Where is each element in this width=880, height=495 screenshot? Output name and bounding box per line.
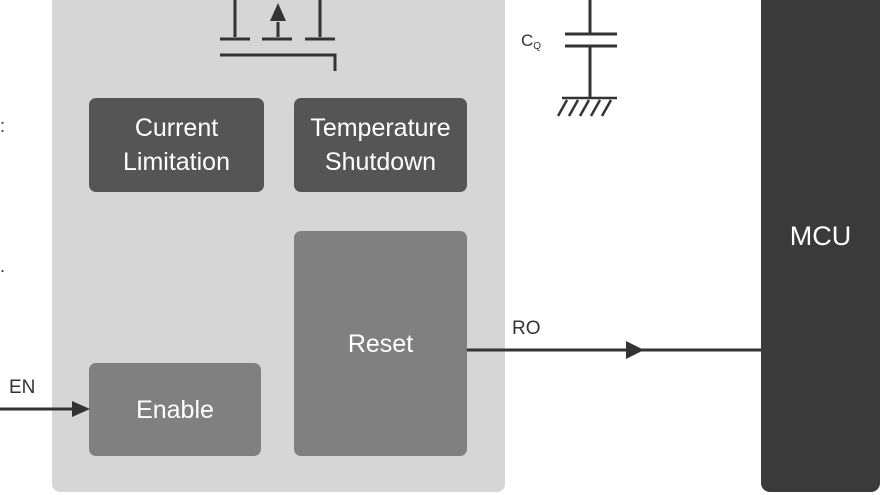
edge-mark-upper: : [0,116,6,136]
ro-arrow-icon [626,341,644,359]
en-signal-label: EN [9,377,36,398]
enable-label: Enable [136,395,214,424]
temperature-shutdown-label: Temperature Shutdown [310,114,451,176]
en-arrow-icon [72,401,90,417]
capacitor-label: CQ [521,31,542,52]
reset-label: Reset [347,329,414,358]
current-limitation-block: Current Limitation [89,98,264,192]
mcu-block: MCU [761,0,880,492]
transistor-arrow-icon [270,3,286,21]
edge-mark-lower: . [0,256,6,276]
temperature-shutdown-block: Temperature Shutdown [294,98,467,192]
enable-block: Enable [89,363,261,456]
transistor-symbol [220,0,337,71]
ground-icon [556,96,617,117]
capacitor-symbol [565,0,617,97]
mcu-label: MCU [789,220,852,251]
current-limitation-label: Current Limitation [123,114,230,176]
ro-signal-label: RO [512,318,541,339]
reset-block: Reset [294,231,467,456]
